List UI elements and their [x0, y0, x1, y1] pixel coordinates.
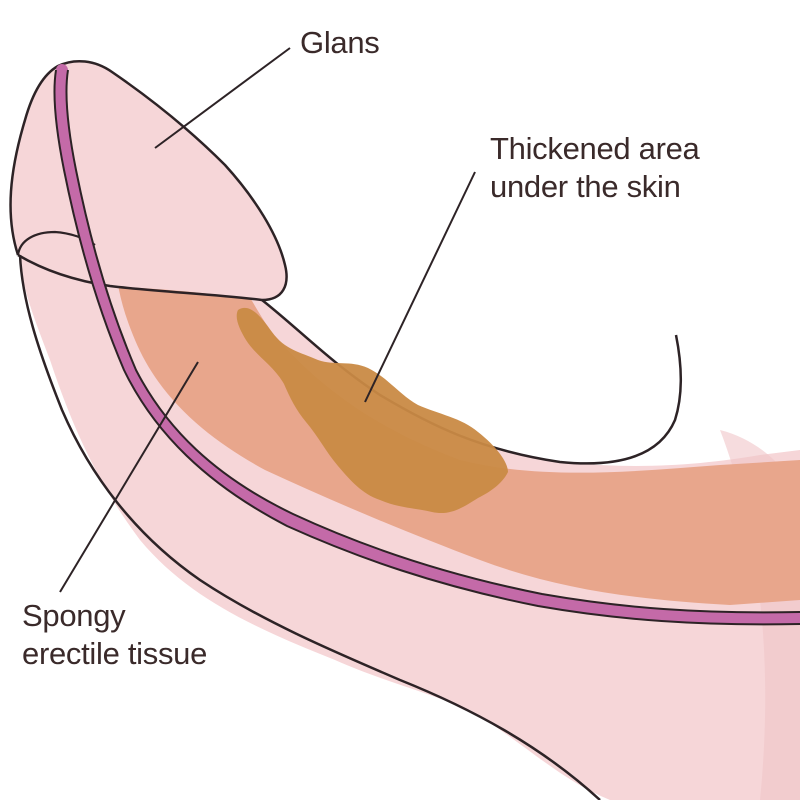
thickened-area	[236, 307, 508, 514]
shaft-upper-outline	[261, 299, 682, 465]
urethra	[54, 64, 800, 625]
glans-leader-line	[154, 47, 291, 149]
glans-label-text: Glans	[300, 25, 380, 60]
spongy-leader-line	[59, 361, 199, 593]
glans-rim-line	[17, 253, 263, 302]
thickened-leader-line	[364, 171, 476, 403]
erectile-tissue-region	[115, 203, 800, 605]
spongy-tissue-label-line1: Spongy	[22, 598, 126, 633]
urethra-upper-wall	[53, 69, 800, 626]
thickened-area-label: Thickened area under the skin	[490, 130, 700, 206]
glans-outline	[9, 59, 288, 302]
thickened-area-label-line1: Thickened area	[490, 131, 700, 166]
thickened-area-label-line2: under the skin	[490, 169, 681, 204]
glans-label: Glans	[300, 24, 380, 62]
spongy-tissue-label: Spongy erectile tissue	[22, 597, 207, 673]
shaft-lower-outline	[18, 254, 601, 800]
spongy-tissue-label-line2: erectile tissue	[22, 636, 208, 671]
urethra-lower-wall	[65, 69, 800, 614]
